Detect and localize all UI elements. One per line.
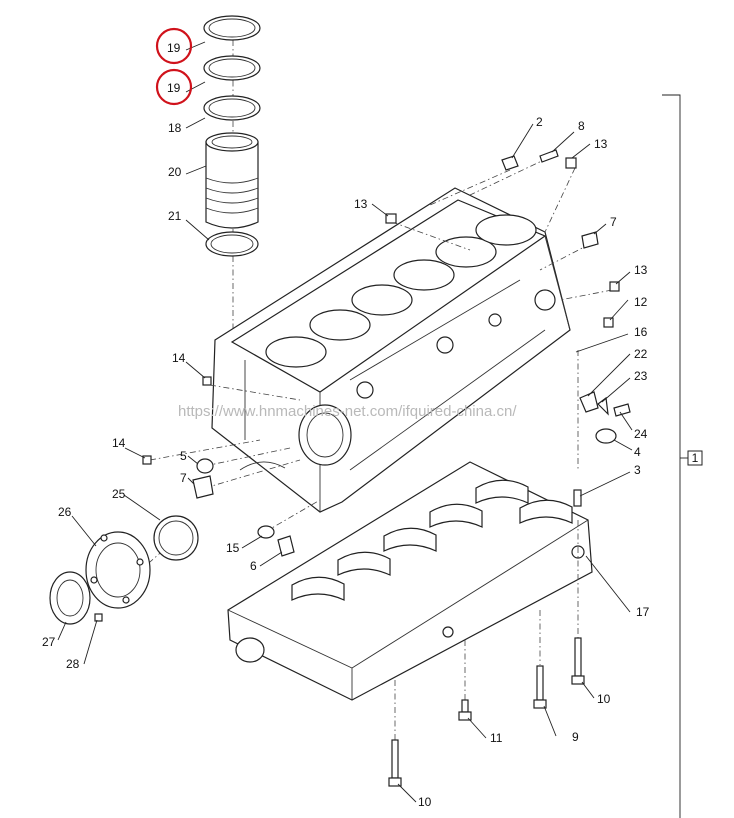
dowel-3 [573, 489, 582, 507]
label-26: 26 [58, 505, 72, 519]
plug-13-right [609, 281, 620, 292]
highlight-marks [155, 27, 193, 106]
label-7-left: 7 [180, 471, 187, 485]
bolt-10-bottom [388, 739, 402, 787]
hardware [49, 149, 631, 787]
bolt-10-right [571, 637, 585, 685]
cylinder-liner-20 [205, 132, 259, 229]
seal-ring-25 [153, 515, 199, 561]
label-13-top: 13 [594, 137, 608, 151]
label-22: 22 [634, 347, 648, 361]
highlight-circle-19-lower [155, 68, 193, 106]
label-10-right: 10 [597, 692, 611, 706]
seal-ring-21 [205, 231, 259, 257]
label-23: 23 [634, 369, 648, 383]
label-3: 3 [634, 463, 641, 477]
seal-27 [49, 571, 91, 625]
label-4: 4 [634, 445, 641, 459]
cylinder-bore-5 [435, 236, 497, 268]
stud-8 [539, 149, 559, 163]
label-21: 21 [168, 209, 182, 223]
callout-labels: 19 19 18 20 21 2 8 13 13 7 13 12 16 22 2… [42, 41, 650, 809]
plug-14-lower [142, 455, 152, 465]
label-28: 28 [66, 657, 80, 671]
label-24: 24 [634, 427, 648, 441]
label-15: 15 [226, 541, 240, 555]
label-16: 16 [634, 325, 648, 339]
crankcase-bedplate [227, 461, 593, 701]
label-5: 5 [180, 449, 187, 463]
plug-7-left [192, 475, 214, 499]
alignment-lines [117, 157, 613, 740]
seal-ring-19-lower [203, 55, 261, 81]
watermark-text: https://www.hnmachines-net.com/ifquired-… [178, 403, 517, 420]
plug-14-upper [202, 376, 212, 386]
highlight-circle-19-upper [155, 27, 193, 65]
bolt-24 [613, 403, 631, 417]
assembly-reference-number: 1 [692, 451, 699, 465]
leader-lines [57, 41, 633, 803]
plug-5 [196, 458, 214, 474]
cylinder-bore-1 [265, 336, 327, 368]
screw-28 [94, 613, 103, 622]
bolt-9 [533, 665, 547, 709]
label-10-bottom: 10 [418, 795, 432, 809]
label-11: 11 [490, 731, 503, 745]
label-7-right: 7 [610, 215, 617, 229]
label-17: 17 [636, 605, 650, 619]
label-20: 20 [168, 165, 182, 179]
label-2: 2 [536, 115, 543, 129]
washer-15 [257, 525, 275, 539]
plug-13-left [385, 213, 397, 224]
label-13-left: 13 [354, 197, 368, 211]
label-12: 12 [634, 295, 648, 309]
cylinder-bore-3 [351, 284, 413, 316]
label-25: 25 [112, 487, 126, 501]
label-19-lower: 19 [167, 81, 181, 95]
label-27: 27 [42, 635, 56, 649]
cylinder-liner-stack [203, 15, 261, 330]
clip-23 [597, 396, 609, 416]
bolt-11 [458, 699, 472, 721]
plug-7-right [581, 231, 599, 249]
label-9: 9 [572, 730, 579, 744]
label-13-right: 13 [634, 263, 648, 277]
label-6: 6 [250, 559, 257, 573]
seal-4 [595, 428, 617, 444]
label-19-upper: 19 [167, 41, 181, 55]
cylinder-bore-6 [475, 214, 537, 246]
plug-2 [501, 155, 519, 171]
flange-26 [85, 531, 151, 609]
assembly-reference-box [687, 450, 703, 466]
assembly-bracket: 1 [662, 94, 703, 818]
label-14-lower: 14 [112, 436, 126, 450]
label-18: 18 [168, 121, 182, 135]
seal-ring-18 [203, 95, 261, 121]
cylinder-bore-2 [309, 309, 371, 341]
label-8: 8 [578, 119, 585, 133]
cylinder-bore-4 [393, 259, 455, 291]
plug-6 [277, 535, 295, 557]
plug-12 [603, 317, 614, 328]
plug-13-top [565, 157, 577, 169]
seal-ring-19-upper [203, 15, 261, 41]
label-14-upper: 14 [172, 351, 186, 365]
nozzle-22 [579, 391, 599, 413]
cylinder-block [211, 187, 571, 513]
